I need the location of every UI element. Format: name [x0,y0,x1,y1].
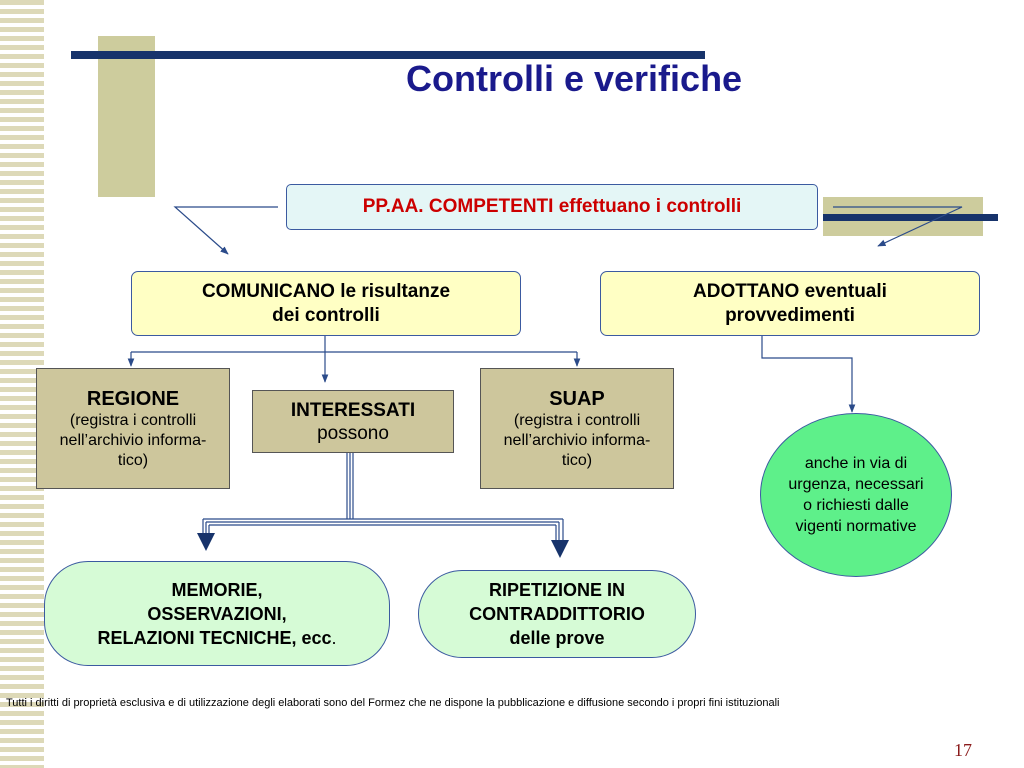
regione-title: REGIONE [86,387,180,410]
suap-line-2: nell’archivio informa- [503,431,651,449]
urgenza-line-4: vigenti normative [795,518,917,535]
ripetizione-line-2: CONTRADDITTORIO [469,604,645,624]
arrow-to-adottano [833,206,963,247]
suap-line-1: (registra i controlli [513,411,641,429]
title-bar [71,51,705,59]
arrow-to-comunicano [173,206,278,255]
urgenza-line-3: o richiesti dalle [803,497,909,514]
competenti-box: PP.AA. COMPETENTI effettuano i controlli [286,184,818,230]
arrow-to-outcomes [202,453,564,541]
page-number: 17 [954,740,972,760]
memorie-period: . [331,627,337,648]
comunicano-box: COMUNICANO le risultanze dei controlli [131,271,521,336]
comunicano-line-1: COMUNICANO le risultanze [201,280,451,302]
memorie-box: MEMORIE, OSSERVAZIONI, RELAZIONI TECNICH… [44,561,390,666]
suap-title: SUAP [549,387,605,410]
memorie-line-3: RELAZIONI TECNICHE, ecc. [97,626,336,650]
slide-title: Controlli e verifiche [406,58,743,99]
interessati-title: INTERESSATI [290,399,416,421]
adottano-box: ADOTTANO eventuali provvedimenti [600,271,980,336]
interessati-subtitle: possono [317,422,389,444]
adottano-line-2: provvedimenti [725,304,855,326]
regione-line-2: nell’archivio informa- [59,431,207,449]
copyright-footer: Tutti i diritti di proprietà esclusiva e… [6,697,780,709]
ripetizione-box: RIPETIZIONE IN CONTRADDITTORIO delle pro… [418,570,696,658]
right-bar [823,214,998,221]
accent-block-left [98,36,155,197]
regione-box: REGIONE (registra i controlli nell’archi… [36,368,230,489]
ripetizione-line-3: delle prove [509,628,605,648]
memorie-line-1: MEMORIE, [171,579,263,600]
memorie-line-2: OSSERVAZIONI, [147,603,287,624]
interessati-box: INTERESSATI possono [252,390,454,453]
comunicano-line-2: dei controlli [272,304,380,326]
competenti-label: PP.AA. COMPETENTI effettuano i controlli [362,196,742,217]
ripetizione-line-1: RIPETIZIONE IN [488,580,625,600]
arrow-to-urgenza [761,336,856,413]
memorie-line-3-text: RELAZIONI TECNICHE, ecc [97,627,332,648]
urgenza-line-2: urgenza, necessari [788,476,924,493]
urgenza-ellipse: anche in via di urgenza, necessari o ric… [760,413,952,577]
suap-line-3: tico) [561,451,593,469]
regione-line-1: (registra i controlli [69,411,197,429]
urgenza-line-1: anche in via di [804,455,908,472]
adottano-line-1: ADOTTANO eventuali [693,280,887,302]
regione-line-3: tico) [117,451,149,469]
suap-box: SUAP (registra i controlli nell’archivio… [480,368,674,489]
